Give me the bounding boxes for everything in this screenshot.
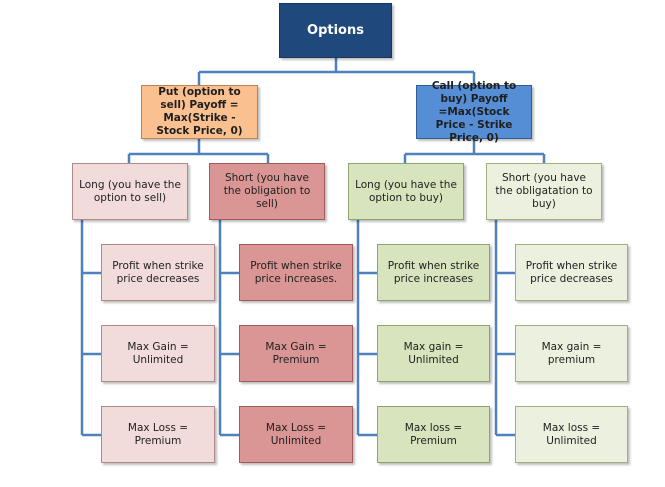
short-call-node: Short (you have the obligatation to buy) <box>486 163 602 220</box>
connector-put <box>127 139 270 163</box>
short-call-profit: Profit when strike price decreases <box>515 244 628 301</box>
short-call-max-gain: Max gain = premium <box>515 325 628 382</box>
short-put-max-gain: Max Gain = Premium <box>239 325 353 382</box>
options-root-node: Options <box>279 3 392 58</box>
connector-long-put <box>80 220 101 437</box>
connector-short-put <box>218 220 239 437</box>
long-put-profit: Profit when strike price decreases <box>101 244 215 301</box>
connector-long-call <box>356 220 377 437</box>
long-call-max-loss: Max loss = Premium <box>377 406 490 463</box>
call-node: Call (option to buy) Payoff =Max(Stock P… <box>416 80 532 144</box>
long-call-max-gain: Max gain = Unlimited <box>377 325 490 382</box>
short-put-node: Short (you have the obligation to sell) <box>209 163 325 220</box>
connector-call <box>403 139 546 163</box>
short-put-max-loss: Max Loss = Unlimited <box>239 406 353 463</box>
long-call-profit: Profit when strike price increases <box>377 244 490 301</box>
long-call-node: Long (you have the option to buy) <box>348 163 464 220</box>
put-node: Put (option to sell) Payoff = Max(Strike… <box>141 85 258 139</box>
short-call-max-loss: Max loss = Unlimited <box>515 406 628 463</box>
connector-short-call <box>494 220 515 437</box>
long-put-max-loss: Max Loss = Premium <box>101 406 215 463</box>
connector-root <box>197 58 476 85</box>
short-put-profit: Profit when strike price increases. <box>239 244 353 301</box>
long-put-max-gain: Max Gain = Unlimited <box>101 325 215 382</box>
long-put-node: Long (you have the option to sell) <box>72 163 188 220</box>
